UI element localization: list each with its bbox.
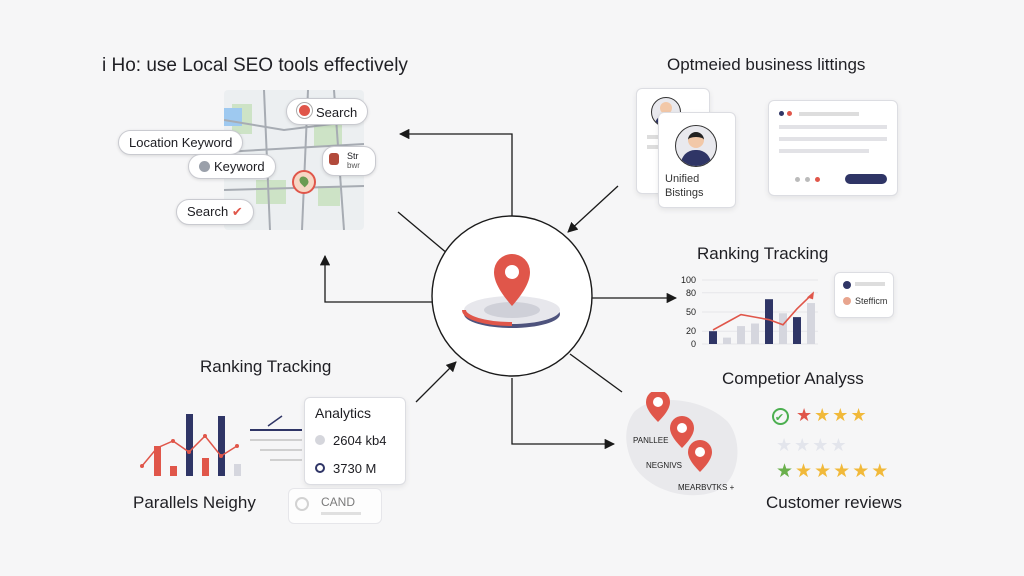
trend-point <box>171 439 175 443</box>
store-tag: Str bwr <box>322 146 376 176</box>
star-icon: ★ <box>795 461 815 482</box>
cand-chip: CAND <box>288 488 382 524</box>
trend-point <box>187 450 191 454</box>
trend-point <box>219 454 223 458</box>
ranking-tracking-right-label: Ranking Tracking <box>697 244 829 263</box>
arrow-from-analytics <box>415 361 457 403</box>
trend-point <box>235 444 239 448</box>
ranking-legend-card: Stefficm <box>834 272 894 318</box>
ring-icon <box>315 463 325 473</box>
keyword-pill: Keyword <box>188 154 276 179</box>
analytics-card: Analytics 2604 kb4 3730 M <box>304 397 406 485</box>
listing-preview-card <box>768 100 898 196</box>
analytics-lines-icon <box>250 415 302 461</box>
search-pill-top: Search <box>286 98 369 125</box>
check-icon: ✔ <box>231 204 243 219</box>
star-icon: ★ <box>871 461 891 482</box>
y-tick-label: 80 <box>686 288 696 298</box>
legend-dot-red <box>843 297 851 305</box>
star-icon: ★ <box>796 405 815 425</box>
bar <box>170 466 177 476</box>
trend-line <box>712 294 812 331</box>
star-icon: ★ <box>833 461 853 482</box>
dot-icon <box>315 435 325 445</box>
search-pill-bottom: Search ✔ <box>176 199 254 225</box>
bar <box>709 331 717 344</box>
review-row-3: ★★★★★★ <box>776 462 890 481</box>
unified-listing-card: Unified Bistings <box>658 112 736 208</box>
store-icon <box>329 153 339 165</box>
arrow-to-map <box>398 128 513 216</box>
avatar-icon <box>675 125 717 167</box>
bar <box>202 458 209 476</box>
map-pin-icon <box>292 170 316 194</box>
star-icon: ★ <box>794 435 813 455</box>
ranking-chart-right: 100 80 50 20 0 <box>681 275 818 349</box>
competitor-pin <box>646 392 712 472</box>
bar <box>737 326 745 344</box>
arrow-to-competitor-map <box>511 378 616 450</box>
y-tick-label: 100 <box>681 275 696 285</box>
star-icon: ★ <box>814 405 833 425</box>
hub-location-icon <box>462 254 560 328</box>
bar <box>186 414 193 476</box>
line-to-competitor <box>569 353 623 393</box>
ranking-chart-left <box>140 414 241 476</box>
bar <box>751 323 759 344</box>
trend-point <box>203 434 207 438</box>
star-icon: ★ <box>832 405 851 425</box>
competitor-analysis-label: Competior Analyss <box>722 369 864 388</box>
bar <box>218 416 225 476</box>
bar <box>723 337 731 344</box>
page-title: i Ho: use Local SEO tools effectively <box>102 55 408 76</box>
arrow-from-listings <box>567 185 619 233</box>
line-top-left <box>397 211 449 255</box>
y-tick-label: 50 <box>686 307 696 317</box>
legend-dot-navy <box>843 281 851 289</box>
bar <box>807 303 815 344</box>
bar <box>234 464 241 476</box>
listing-action-button[interactable] <box>845 174 887 184</box>
star-icon: ★ <box>852 461 872 482</box>
bar <box>765 299 773 344</box>
trend-arrowhead <box>807 291 814 300</box>
star-icon: ★ <box>776 435 795 455</box>
optimized-listings-label: Optmeied business littings <box>667 55 866 74</box>
review-row-1: ✔ ★★★★ <box>772 406 869 425</box>
parallels-label: Parallels Neighy <box>133 493 256 512</box>
y-tick-label: 0 <box>691 339 696 349</box>
review-row-2: ★★★★ <box>776 436 849 454</box>
user-icon <box>199 161 210 172</box>
trend-point <box>155 446 159 450</box>
star-icon: ★ <box>850 405 869 425</box>
competitor-map <box>626 392 738 496</box>
star-icon: ★ <box>814 461 834 482</box>
y-tick-label: 20 <box>686 326 696 336</box>
customer-reviews-label: Customer reviews <box>766 493 903 512</box>
bar <box>154 446 161 476</box>
trend-point <box>140 464 144 468</box>
star-icon: ★ <box>830 435 849 455</box>
bar <box>779 313 787 344</box>
cand-icon <box>295 497 309 511</box>
check-circle-icon: ✔ <box>772 407 789 425</box>
bar <box>793 317 801 344</box>
star-icon: ★ <box>776 461 796 482</box>
ranking-tracking-left-label: Ranking Tracking <box>200 357 332 376</box>
location-keyword-pill: Location Keyword <box>118 130 244 155</box>
star-icon: ★ <box>812 435 831 455</box>
arrow-to-ranking-left <box>319 254 446 303</box>
avatar-icon <box>297 103 312 118</box>
